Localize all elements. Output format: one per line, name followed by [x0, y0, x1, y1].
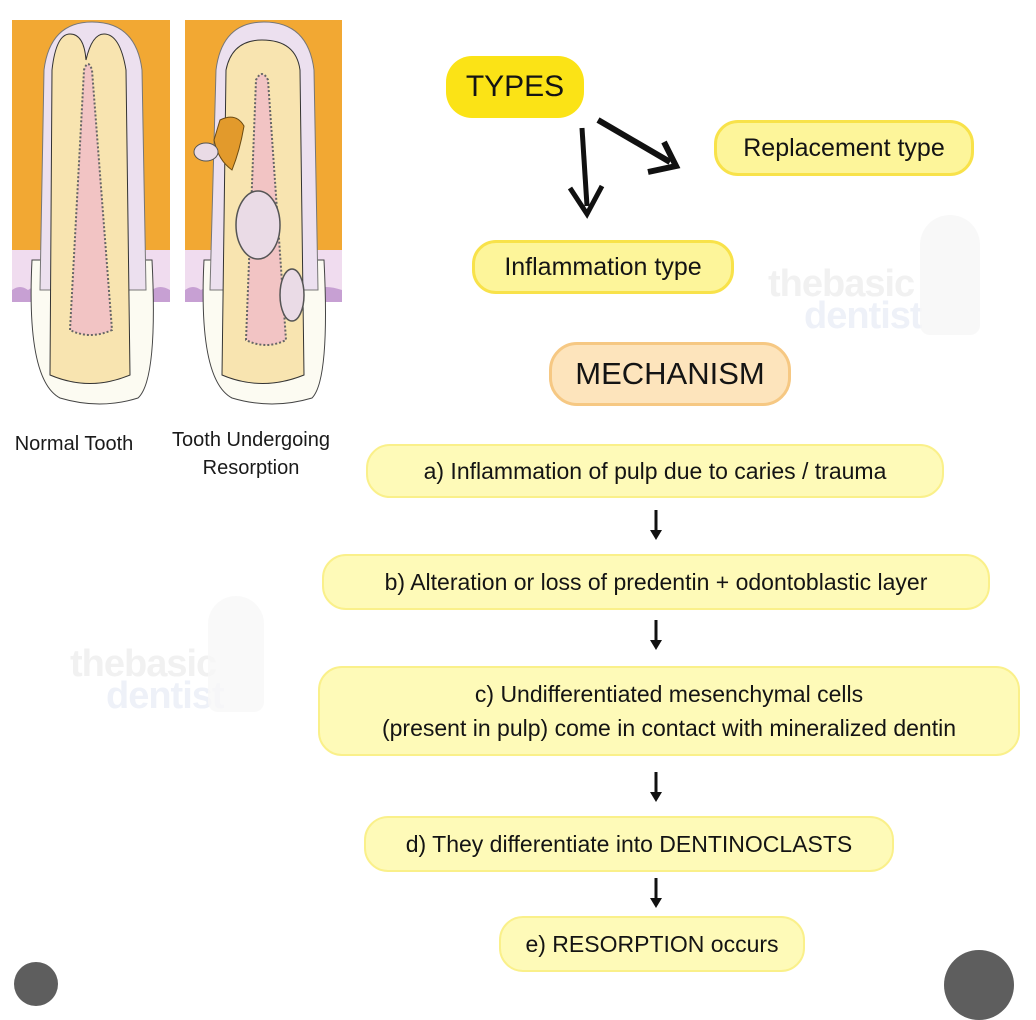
step-c-line2: (present in pulp) come in contact with m…	[381, 715, 956, 741]
arrow-down-icon	[650, 878, 662, 908]
resorption-tooth-caption: Tooth Undergoing Resorption	[160, 426, 342, 482]
inflammation-type-box: Inflammation type	[472, 240, 734, 294]
mechanism-step-e: e) RESORPTION occurs	[499, 916, 805, 972]
overlay-button-left[interactable]	[14, 962, 58, 1006]
types-arrows	[567, 117, 681, 219]
resorption-tooth-illustration	[185, 20, 342, 405]
mechanism-step-c: c) Undifferentiated mesenchymal cells (p…	[318, 666, 1020, 756]
watermark-figure-icon	[920, 215, 980, 335]
watermark-figure-icon	[208, 596, 264, 712]
mechanism-step-d: d) They differentiate into DENTINOCLASTS	[364, 816, 894, 872]
arrow-diagonal-icon	[596, 117, 681, 175]
step-c-line1: c) Undifferentiated mesenchymal cells	[474, 681, 864, 707]
normal-tooth-illustration	[12, 20, 170, 405]
mechanism-heading: MECHANISM	[549, 342, 791, 406]
watermark-top-right: thebasic dentist	[768, 263, 923, 337]
resorption-caption-line1: Tooth Undergoing	[172, 429, 330, 451]
resorption-caption-line2: Resorption	[202, 457, 300, 479]
watermark-line2: dentist	[804, 295, 923, 337]
types-heading: TYPES	[446, 56, 584, 118]
overlay-button-right[interactable]	[944, 950, 1014, 1020]
normal-tooth-caption: Normal Tooth	[14, 433, 134, 455]
arrow-down-icon	[650, 620, 662, 650]
replacement-type-box: Replacement type	[714, 120, 974, 176]
watermark-line1: thebasic	[768, 263, 915, 305]
arrow-down-icon	[650, 772, 662, 802]
arrow-down-icon	[650, 510, 662, 540]
watermark-line1: thebasic	[70, 643, 217, 685]
mechanism-step-a: a) Inflammation of pulp due to caries / …	[366, 444, 944, 498]
watermark-left: thebasic dentist	[70, 643, 225, 717]
watermark-line2: dentist	[106, 675, 225, 717]
tooth-illustrations	[12, 20, 342, 405]
arrow-down-icon	[567, 127, 605, 219]
mechanism-step-b: b) Alteration or loss of predentin + odo…	[322, 554, 990, 610]
